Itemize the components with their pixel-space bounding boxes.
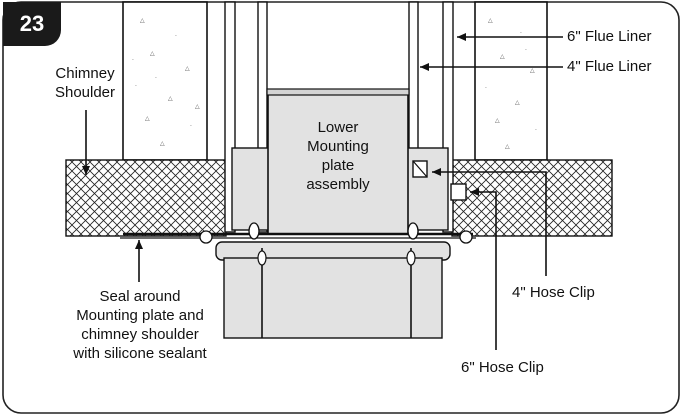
svg-text:△: △ [195,103,200,110]
svg-text:·: · [135,83,137,90]
leader-lines [82,33,563,350]
svg-text:·: · [520,30,522,37]
svg-text:△: △ [145,115,150,122]
label-chimney-shoulder: Chimney Shoulder [54,65,116,101]
svg-text:·: · [535,127,537,134]
svg-text:△: △ [495,117,500,124]
svg-text:△: △ [150,50,155,57]
label-lower-mounting-plate: Lower Mounting plate assembly [306,119,370,193]
svg-text:·: · [485,85,487,92]
svg-text:·: · [175,33,177,40]
svg-text:·: · [190,123,192,130]
svg-text:·: · [132,57,134,64]
shoulder-slab-left [65,159,227,237]
mounting-flange [120,222,476,244]
chimney-wall-right: △ · △ △ · △ △ · △ · [474,1,548,161]
svg-text:△: △ [185,65,190,72]
label-seal-note: Seal around Mounting plate and chimney s… [73,288,207,362]
label-hose-clip-6: 6" Hose Clip [461,359,544,376]
svg-text:△: △ [505,143,510,150]
svg-text:△: △ [530,67,535,74]
svg-text:△: △ [160,140,165,147]
flue-liner-6 [224,1,454,233]
lower-mounting-plate [231,88,449,235]
label-flue-liner-4: 4" Flue Liner [567,58,652,75]
lower-collar [215,241,451,339]
svg-text:·: · [155,75,157,82]
hose-clip-6-symbol [450,183,467,201]
label-flue-liner-6: 6" Flue Liner [567,28,652,45]
svg-text:·: · [525,47,527,54]
svg-text:△: △ [168,95,173,102]
figure-number-badge: 23 [3,2,61,46]
svg-text:△: △ [488,17,493,24]
svg-text:△: △ [140,17,145,24]
label-hose-clip-4: 4" Hose Clip [512,284,595,301]
svg-text:△: △ [515,99,520,106]
svg-text:△: △ [500,53,505,60]
